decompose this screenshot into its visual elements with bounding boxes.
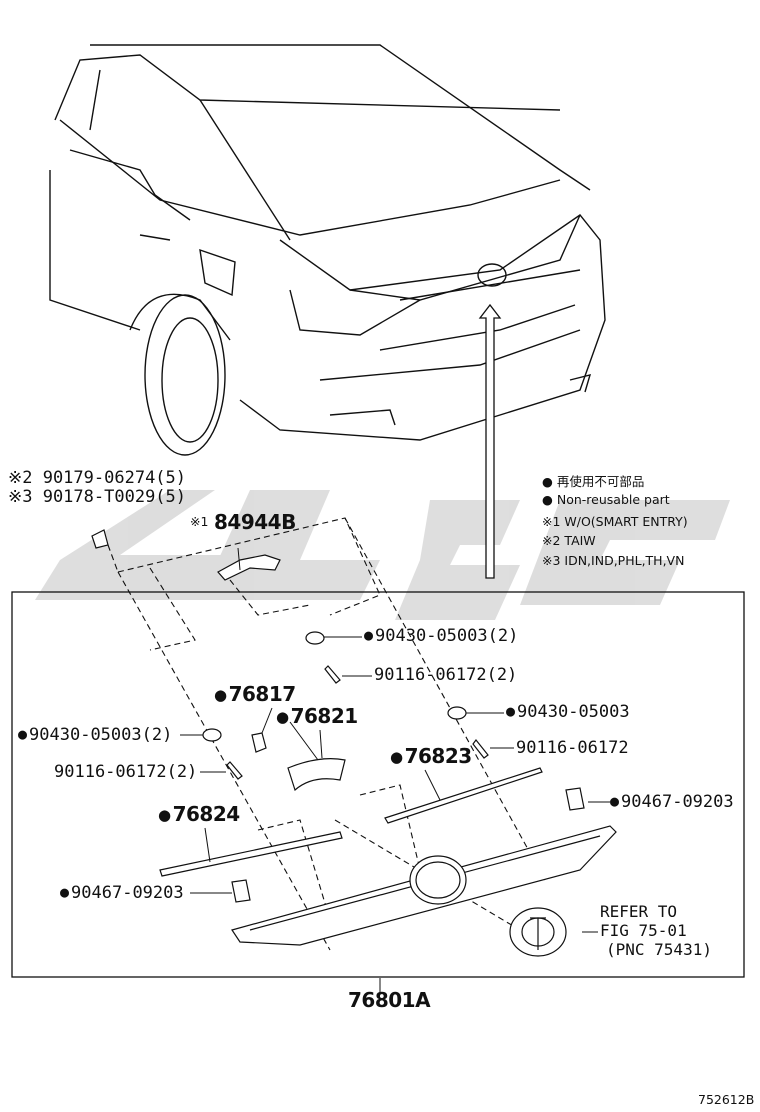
car-illustration — [49, 44, 606, 456]
part-label-90178: ※3 90178-T0029(5) — [8, 487, 187, 507]
leader-lines — [180, 547, 610, 992]
part-label-90116-a: 90116-06172(2) — [374, 665, 518, 685]
legend-line-3: ※1 W/O(SMART ENTRY) — [542, 514, 688, 529]
diagram-id: 752612B — [698, 1092, 755, 1107]
part-label-90467-b: 90467-09203 — [60, 885, 184, 902]
part-note-1: ※1 — [190, 514, 209, 529]
arrow-to-emblem — [478, 303, 502, 579]
part-label-90430-a: 90430-05003(2) — [364, 628, 518, 645]
part-label-90467-a: 90467-09203 — [610, 794, 734, 811]
legend-line-5: ※3 IDN,IND,PHL,TH,VN — [542, 553, 685, 568]
refer-line-1: REFER TO — [600, 902, 678, 921]
part-label-76823: 76823 — [390, 746, 473, 766]
part-label-76824: 76824 — [158, 804, 241, 824]
part-label-76817: 76817 — [214, 684, 297, 704]
part-label-84944B: 84944B — [214, 510, 296, 534]
part-label-90116-c: 90116-06172(2) — [54, 762, 198, 782]
watermark-logo — [35, 490, 730, 620]
dashed-guides — [107, 517, 546, 951]
refer-line-2: FIG 75-01 — [600, 921, 687, 940]
legend-line-1: ● 再使用不可部品 — [542, 474, 645, 489]
part-label-90430-b: 90430-05003 — [506, 704, 630, 721]
parts-drawings — [91, 529, 617, 957]
legend-line-4: ※2 TAIW — [542, 533, 596, 548]
part-label-90179: ※2 90179-06274(5) — [8, 468, 187, 488]
part-label-90116-b: 90116-06172 — [516, 738, 629, 758]
part-label-76821: 76821 — [276, 706, 359, 726]
part-label-90430-c: 90430-05003(2) — [18, 727, 172, 744]
legend-line-2: ● Non-reusable part — [542, 492, 670, 507]
part-label-76801A: 76801A — [348, 988, 431, 1012]
assembly-frame — [11, 591, 745, 978]
refer-line-3: (PNC 75431) — [606, 940, 712, 959]
